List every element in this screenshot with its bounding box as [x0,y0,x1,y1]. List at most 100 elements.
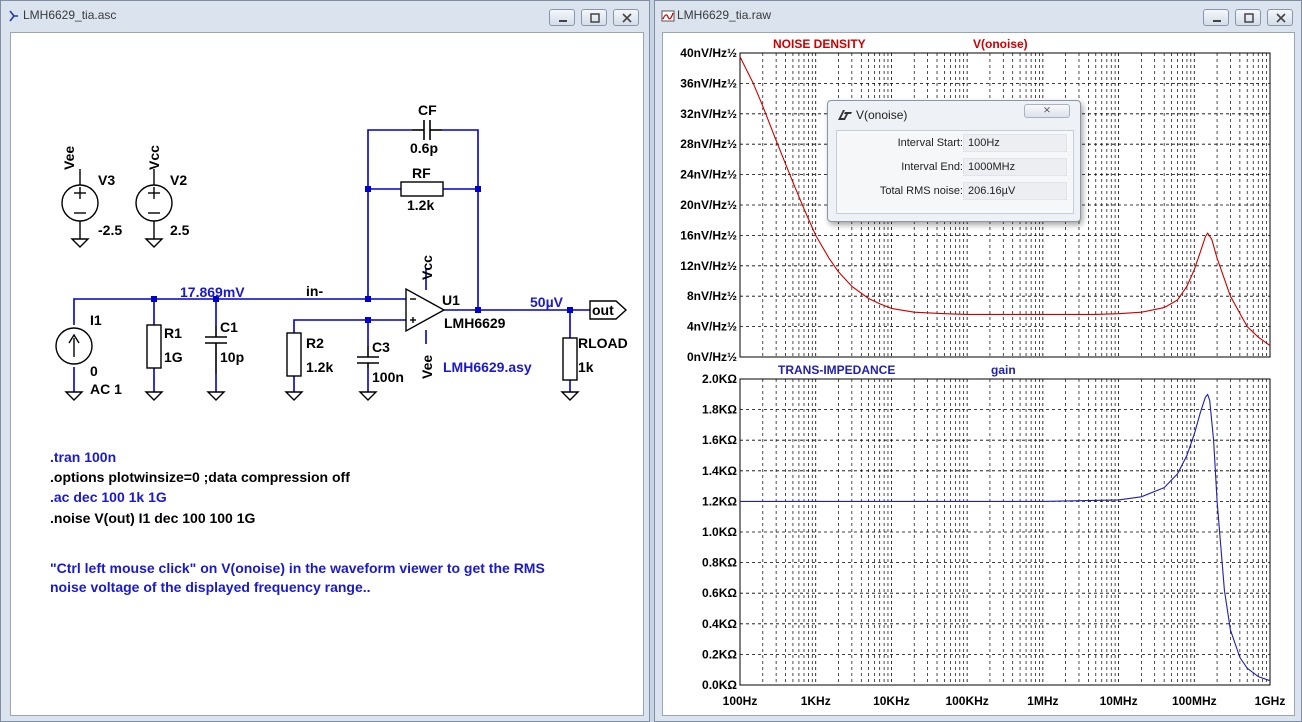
junction-dots [151,186,573,323]
capacitor-c1[interactable] [205,326,227,401]
trace-label-vonoise[interactable]: V(onoise) [973,37,1028,51]
waveform-window-title: LMH6629_tia.raw [677,8,772,22]
plot-title: NOISE DENSITY [773,37,866,51]
y-tick-label: 4nV/Hz½ [687,320,737,334]
resistor-rf[interactable] [400,181,444,197]
cf-value: 0.6p [410,140,438,156]
y-tick-label: 0.6KΩ [702,586,737,600]
output-port[interactable]: out [589,300,628,320]
opamp-u1[interactable] [405,287,446,333]
v2-net-label: Vcc [146,145,162,170]
i1-value: 0 [90,363,98,379]
circuit-wires [73,129,590,392]
y-tick-label: 1.0KΩ [702,525,737,539]
interval-end-value[interactable]: 1000MHz [963,158,1067,176]
current-source-i1[interactable] [55,327,93,401]
x-tick-label: 1MHz [1027,694,1058,708]
rload-name: RLOAD [578,335,628,351]
y-tick-label: 1.8KΩ [702,403,737,417]
u1-vcc-label: Vcc [419,255,435,280]
total-rms-value[interactable]: 206.16µV [963,182,1067,200]
plot-frame [739,378,1271,686]
voltage-source-v2[interactable] [135,169,173,248]
node-voltage-out: 50µV [530,294,564,310]
waveform-close-button[interactable] [1267,9,1293,26]
directive-tran[interactable]: .tran 100n [50,449,116,465]
cf-name: CF [418,102,437,118]
resistor-r1[interactable] [144,324,164,401]
capacitor-cf[interactable] [412,120,442,140]
comment-line-2: noise voltage of the displayed frequency… [50,579,371,595]
waveform-minimize-button[interactable] [1203,9,1229,26]
total-rms-label: Total RMS noise: [879,185,963,197]
c3-value: 100n [372,369,404,385]
u1-part: LMH6629 [444,315,506,331]
rload-value: 1k [578,359,594,375]
minimize-button[interactable] [549,9,575,26]
v2-value: 2.5 [170,222,190,238]
node-voltage-in: 17.869mV [180,284,245,300]
trace-line[interactable] [739,56,1271,347]
plot-pane-2[interactable]: 0.0KΩ0.2KΩ0.4KΩ0.6KΩ0.8KΩ1.0KΩ1.2KΩ1.4KΩ… [702,363,1285,708]
schematic-app-icon [9,10,18,22]
v2-name: V2 [170,172,187,188]
i1-ac-value: AC 1 [90,381,122,397]
x-tick-label: 100Hz [723,694,758,708]
waveform-titlebar[interactable]: LMH6629_tia.raw [655,1,1301,31]
waveform-maximize-button[interactable] [1235,9,1261,26]
output-port-label: out [592,302,614,318]
capacitor-c3[interactable] [357,346,379,401]
c3-name: C3 [372,339,390,355]
ltspice-logo-icon [838,110,852,120]
schematic-titlebar[interactable]: LMH6629_tia.asc [1,1,649,31]
directive-ac[interactable]: .ac dec 100 1k 1G [50,489,167,505]
trace-label-gain[interactable]: gain [991,363,1016,377]
minimize-icon [559,20,567,22]
close-button[interactable] [613,9,639,26]
y-tick-label: 36nV/Hz½ [680,76,737,90]
schematic-window-title: LMH6629_tia.asc [23,8,117,22]
y-tick-label: 28nV/Hz½ [680,137,737,151]
y-tick-label: 0nV/Hz½ [687,350,737,364]
interval-start-label: Interval Start: [897,137,963,149]
trace-line[interactable] [740,393,1271,682]
interval-start-value[interactable]: 100Hz [963,134,1067,152]
resistor-rload[interactable] [560,337,580,401]
y-tick-label: 1.4KΩ [702,464,737,478]
x-tick-label: 100KHz [945,694,988,708]
schematic-canvas[interactable]: Vee V3 -2.5 Vcc V2 2.5 [10,32,644,716]
y-tick-label: 0.2KΩ [702,647,737,661]
rf-value: 1.2k [407,197,434,213]
rms-dialog-close-button[interactable]: ⨯ [1024,104,1070,118]
minimize-icon [1213,20,1221,22]
u1-symbol-file: LMH6629.asy [443,359,532,375]
maximize-button[interactable] [581,9,607,26]
r2-value: 1.2k [306,359,333,375]
y-tick-label: 2.0KΩ [702,372,737,386]
x-tick-label: 1GHz [1255,694,1286,708]
resistor-r2[interactable] [284,332,304,401]
rms-dialog-title: V(onoise) [856,108,908,122]
rf-name: RF [412,165,431,181]
schematic-window[interactable]: LMH6629_tia.asc Vee V3 -2.5 [0,0,650,722]
close-icon: ⨯ [1042,105,1052,116]
voltage-source-v3[interactable] [61,169,99,248]
x-tick-label: 10KHz [873,694,910,708]
y-tick-label: 0.8KΩ [702,556,737,570]
y-tick-label: 40nV/Hz½ [680,46,737,60]
y-tick-label: 1.6KΩ [702,433,737,447]
i1-name: I1 [90,312,102,328]
interval-start-row: Interval Start: 100Hz [837,133,1075,153]
directive-noise[interactable]: .noise V(out) I1 dec 100 100 1G [50,510,256,526]
schematic-drawing[interactable]: Vee V3 -2.5 Vcc V2 2.5 [11,33,644,716]
y-tick-label: 1.2KΩ [702,494,737,508]
directive-options[interactable]: .options plotwinsize=0 ;data compression… [50,469,350,485]
waveform-app-icon [661,10,675,22]
interval-end-row: Interval End: 1000MHz [837,157,1075,177]
r2-name: R2 [306,335,324,351]
maximize-icon [1244,13,1254,23]
rms-noise-dialog[interactable]: V(onoise) ⨯ Interval Start: 100Hz Interv… [827,100,1081,222]
x-tick-label: 10MHz [1100,694,1138,708]
